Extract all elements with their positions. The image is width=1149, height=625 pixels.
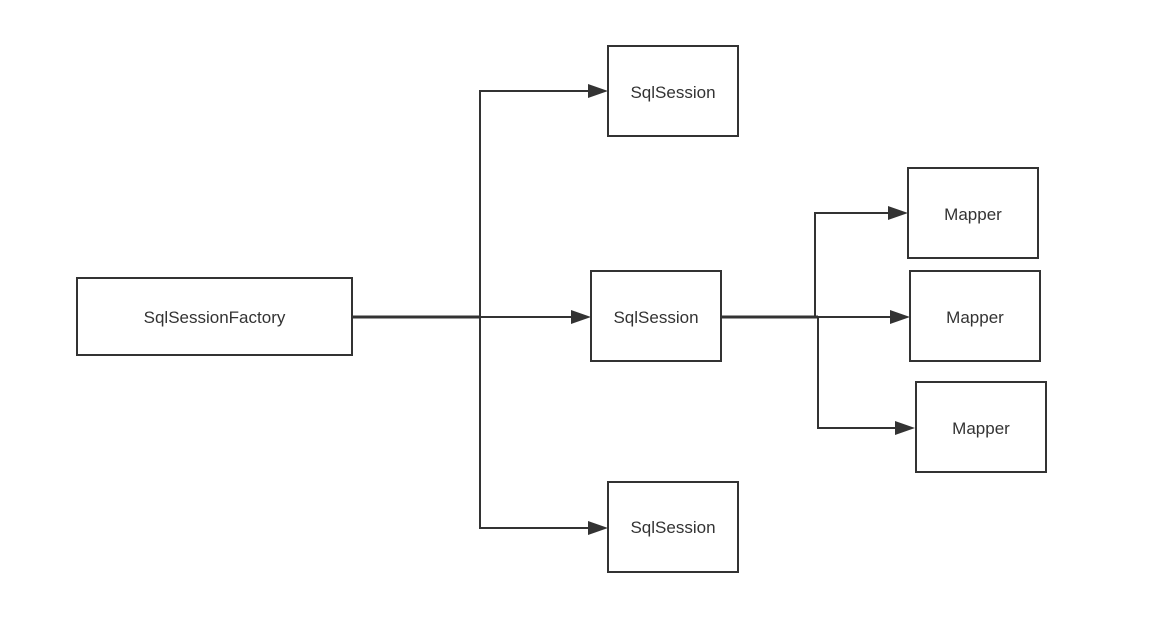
- node-sqlsessionfactory-label: SqlSessionFactory: [144, 308, 286, 327]
- edge-session-to-mapper-2: [720, 310, 910, 324]
- node-sqlsessionfactory: SqlSessionFactory: [76, 277, 353, 356]
- node-sqlsession-top: SqlSession: [607, 45, 739, 137]
- node-mapper-1: Mapper: [907, 167, 1039, 259]
- edge-session-to-mapper-1: [720, 206, 908, 318]
- node-sqlsession-mid-label: SqlSession: [613, 308, 698, 327]
- node-mapper-2: Mapper: [909, 270, 1041, 362]
- node-sqlsession-bottom-label: SqlSession: [630, 518, 715, 537]
- node-mapper-2-label: Mapper: [946, 308, 1004, 327]
- node-mapper-1-label: Mapper: [944, 205, 1002, 224]
- edge-factory-to-session-bottom: [479, 317, 608, 535]
- node-sqlsession-mid: SqlSession: [590, 270, 722, 362]
- edge-factory-to-session-top: [352, 84, 608, 318]
- node-sqlsession-top-label: SqlSession: [630, 83, 715, 102]
- node-mapper-3-label: Mapper: [952, 419, 1010, 438]
- node-mapper-3: Mapper: [915, 381, 1047, 473]
- node-sqlsession-bottom: SqlSession: [607, 481, 739, 573]
- edge-session-to-mapper-3: [817, 317, 915, 435]
- edge-factory-to-session-mid: [352, 310, 591, 324]
